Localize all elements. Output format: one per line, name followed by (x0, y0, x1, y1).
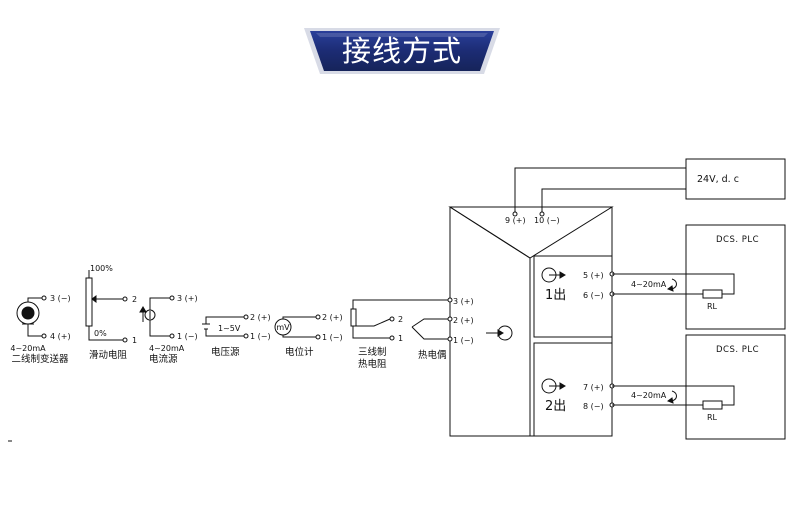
tx-pin-4: 4 (+) (50, 332, 71, 341)
tc-caption: 热电偶 (418, 349, 447, 361)
banner-shape (304, 28, 500, 74)
tx-caption-2: 二线制变送器 (11, 353, 69, 365)
two-wire-transmitter (16, 295, 47, 339)
cs-pin-1: 1 (−) (177, 332, 198, 341)
output1-label: 1出 (545, 288, 566, 303)
out2-signal-label: 4~20mA (631, 391, 667, 400)
output2-section (533, 342, 613, 437)
power-supply-box (685, 158, 786, 200)
out2-wire-pos (612, 385, 735, 406)
loop-current-arrow-1 (671, 278, 677, 290)
slide-caption: 滑动电阻 (89, 349, 128, 361)
power-wire-neg (541, 188, 686, 214)
thermocouple (411, 318, 448, 340)
pin-9-label: 9 (+) (505, 216, 526, 225)
module-pin-1: 1 (−) (453, 336, 474, 345)
vs-value: 1~5V (218, 324, 241, 333)
page-title: 接线方式 (341, 34, 462, 68)
module-pin-3: 3 (+) (453, 297, 474, 306)
slide-pin-2: 2 (132, 295, 137, 304)
vs-pin-1: 1 (−) (250, 332, 271, 341)
power-inlet-triangle (448, 206, 614, 259)
slide-top-label: 100% (90, 264, 113, 273)
vs-pin-2: 2 (+) (250, 313, 271, 322)
input-indicator-icon (497, 325, 513, 341)
slide-bottom-label: 0% (94, 329, 107, 338)
dcs1-title: DCS. PLC (716, 235, 759, 245)
cs-caption-2: 电流源 (149, 353, 178, 365)
power-wire-pos (514, 167, 686, 214)
dcs-plc-box-2 (685, 334, 786, 440)
section-banner: 接线方式 (298, 23, 506, 79)
mv-pin-2: 2 (+) (322, 313, 343, 322)
rtd-caption-1: 三线制 (358, 346, 387, 358)
pin-8-label: 8 (−) (583, 402, 604, 411)
rtd-pin-1: 1 (398, 334, 403, 343)
current-source (139, 295, 175, 339)
tx-pin-3: 3 (−) (50, 294, 71, 303)
pin-7-label: 7 (+) (583, 383, 604, 392)
voltage-source (202, 314, 249, 339)
cs-pin-3: 3 (+) (177, 294, 198, 303)
module-pin-2: 2 (+) (453, 316, 474, 325)
tx-caption-1: 4~20mA (10, 344, 46, 353)
millivolt-source (274, 314, 321, 340)
pin-10-label: 10 (−) (534, 216, 560, 225)
dcs2-load-label: RL (707, 413, 718, 422)
out1-wire-pos (612, 273, 735, 295)
load-resistor-1 (702, 289, 723, 299)
mv-caption: 电位计 (285, 346, 314, 358)
slide-pin-1: 1 (132, 336, 137, 345)
vs-caption: 电压源 (211, 346, 240, 358)
power-label: 24V, d. c (697, 174, 739, 185)
mv-symbol: mV (276, 323, 290, 332)
rtd-pin-2: 2 (398, 315, 403, 324)
loop-current-arrow-2 (671, 390, 677, 402)
cs-caption-1: 4~20mA (149, 344, 185, 353)
dcs1-load-label: RL (707, 302, 718, 311)
out1-signal-label: 4~20mA (631, 280, 667, 289)
dcs2-title: DCS. PLC (716, 345, 759, 355)
pin-5-label: 5 (+) (583, 271, 604, 280)
output2-label: 2出 (545, 399, 566, 414)
rtd-caption-2: 热电阻 (358, 358, 387, 370)
pin-6-label: 6 (−) (583, 291, 604, 300)
dcs-plc-box-1 (685, 224, 786, 330)
load-resistor-2 (702, 400, 723, 410)
mv-pin-1: 1 (−) (322, 333, 343, 342)
slide-resistor (85, 270, 128, 343)
three-wire-rtd (350, 299, 448, 341)
